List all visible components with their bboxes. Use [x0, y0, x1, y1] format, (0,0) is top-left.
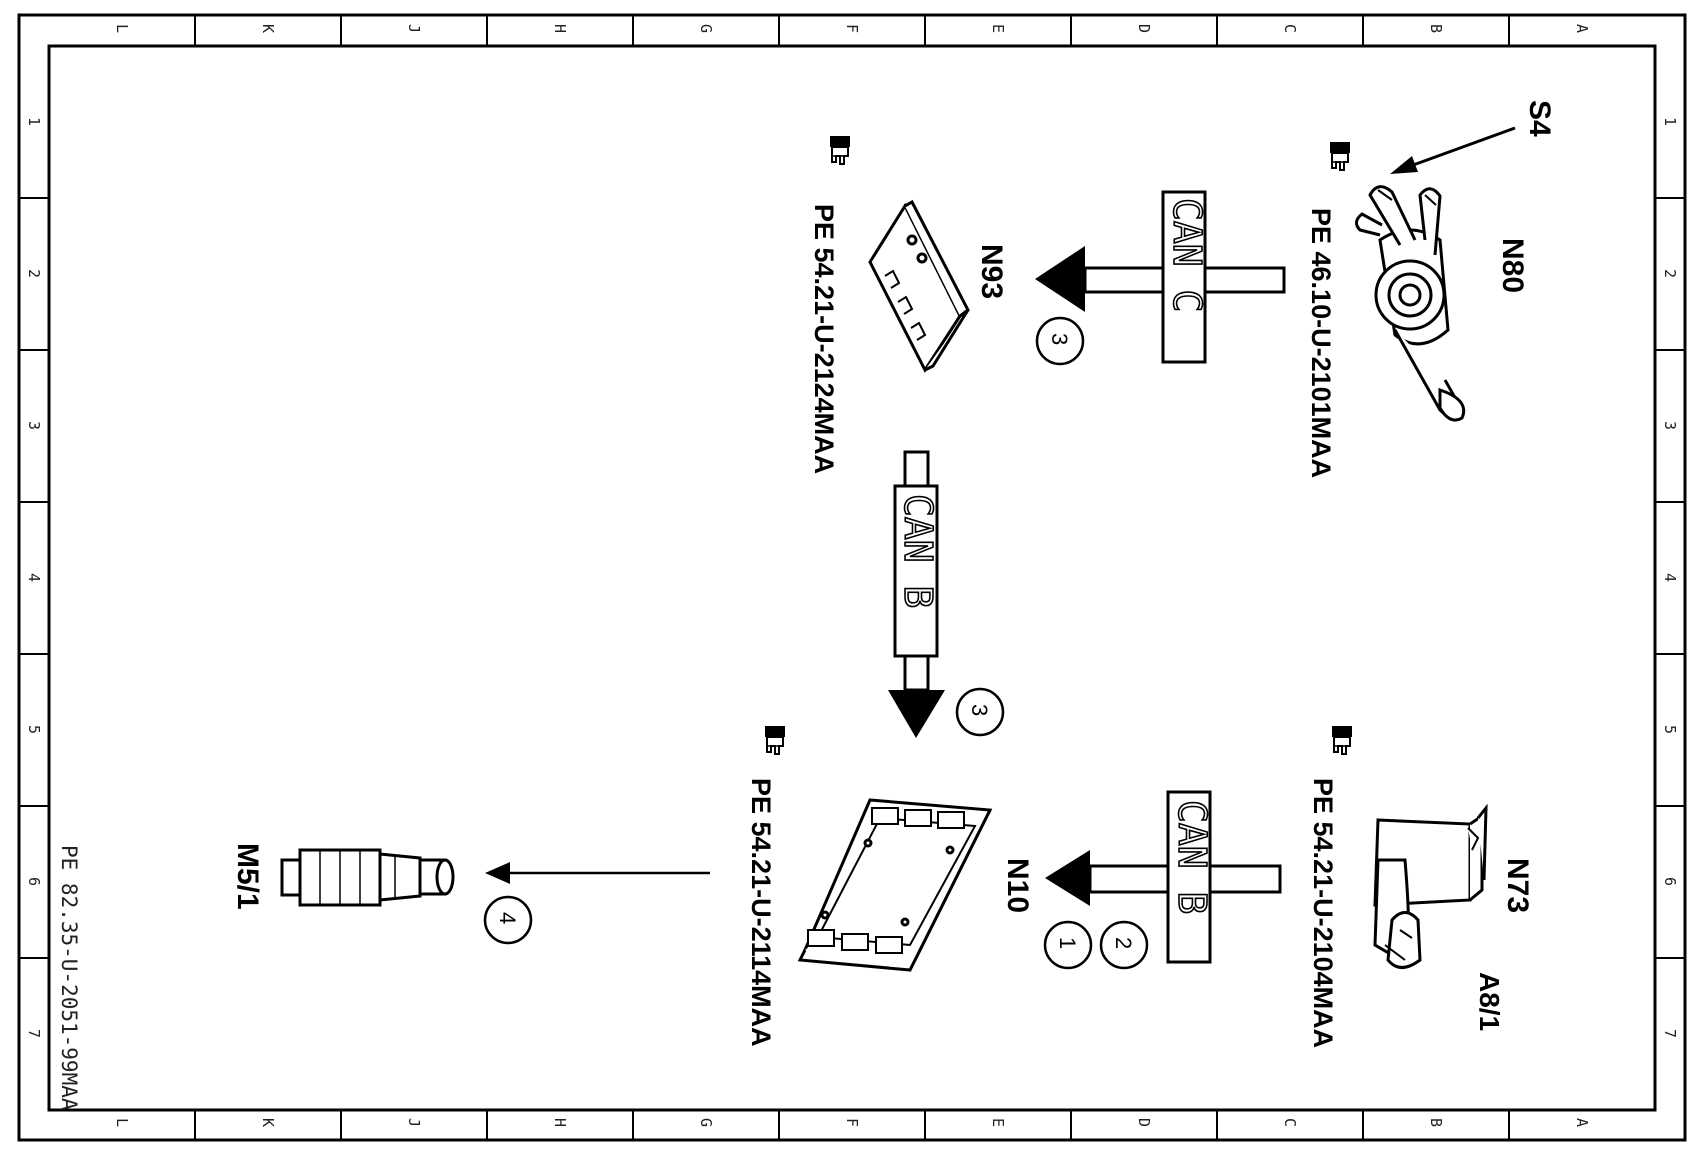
zone-label-row: 5 — [25, 725, 43, 734]
zone-label-row: 1 — [25, 117, 43, 126]
zone-label-row: 3 — [25, 421, 43, 430]
pointing-hand-icon — [829, 135, 851, 165]
a8-1-label: A8/1 — [1474, 972, 1505, 1031]
zone-label-column: C — [1281, 24, 1299, 33]
zone-label-column: J — [405, 1118, 423, 1127]
zone-label-column: F — [843, 1118, 861, 1127]
arrow-head-icon — [1045, 850, 1090, 906]
can-c-link: CAN C 3 — [1035, 190, 1286, 366]
sensor-m5-1-icon — [280, 848, 455, 907]
zone-label-row: 6 — [25, 877, 43, 886]
control-unit-n93-icon — [868, 199, 970, 373]
svg-text:PE 54.21-U-2104MAA: PE 54.21-U-2104MAA — [1308, 778, 1338, 1048]
zone-label-row: 4 — [25, 573, 43, 582]
s4-label: S4 — [1523, 100, 1556, 137]
arrow-head-icon — [888, 690, 945, 738]
zone-label-column: L — [113, 1118, 131, 1127]
svg-text:PE 54.21-U-2124MAA: PE 54.21-U-2124MAA — [809, 204, 839, 474]
component-n80: N80 PE 46.10-U-2101MAA — [1306, 141, 1529, 478]
zone-label-column: A — [1573, 24, 1591, 33]
component-n93: N93 PE 54.21-U-2124MAA — [809, 135, 1008, 474]
svg-text:1: 1 — [1055, 937, 1080, 949]
callout-4-m5-1: 4 — [483, 895, 533, 945]
can-b-vertical-link: CAN B 3 — [888, 450, 1005, 738]
zone-label-column: K — [259, 1118, 277, 1127]
arrow-head-icon — [1035, 246, 1085, 312]
zone-label-row: 2 — [1661, 269, 1679, 278]
callout-3-n10: 3 — [955, 687, 1005, 737]
n93-ref: PE 54.21-U-2124MAA — [809, 135, 851, 474]
link-n10-m5-1: 4 — [483, 862, 710, 945]
zone-label-column: H — [551, 24, 569, 33]
zone-label-column: F — [843, 24, 861, 33]
zone-label-column: J — [405, 24, 423, 33]
zone-ticks — [19, 15, 1685, 1140]
zone-label-column: B — [1427, 1118, 1445, 1127]
can-b-vertical-label: CAN B — [896, 494, 940, 608]
arrow-head-icon — [485, 862, 510, 884]
n73-label: N73 — [1501, 858, 1534, 913]
zone-label-column: A — [1573, 1118, 1591, 1127]
control-unit-n10-icon — [797, 798, 993, 972]
arrow-head-icon — [1390, 156, 1418, 174]
n10-label: N10 — [1001, 858, 1034, 913]
can-b-lower-link: CAN B 2 1 — [1043, 790, 1282, 970]
n73-ref: PE 54.21-U-2104MAA — [1308, 725, 1353, 1048]
zone-label-row: 4 — [1661, 573, 1679, 582]
n80-label: N80 — [1496, 238, 1529, 293]
component-s4: S4 — [1390, 100, 1556, 174]
pointing-hand-icon — [764, 725, 786, 755]
zone-label-column: H — [551, 1118, 569, 1127]
can-c-label: CAN C — [1165, 198, 1209, 312]
zone-label-column: E — [989, 1118, 1007, 1127]
document-id: PE 82.35-U-2051-99MAA — [57, 845, 81, 1111]
zone-label-row: 7 — [1661, 1029, 1679, 1038]
zone-label-row: 1 — [1661, 117, 1679, 126]
ignition-switch-icon — [1373, 803, 1488, 969]
callout-1-n10: 1 — [1043, 920, 1093, 970]
m5-1-label: M5/1 — [231, 843, 264, 910]
callout-3-n93: 3 — [1035, 316, 1085, 366]
callout-2-n10: 2 — [1099, 920, 1149, 970]
pointing-hand-icon — [1331, 725, 1353, 755]
n80-ref: PE 46.10-U-2101MAA — [1306, 141, 1351, 478]
zone-label-column: K — [259, 24, 277, 33]
zone-label-column: D — [1135, 24, 1153, 33]
pointing-hand-icon — [1329, 141, 1351, 171]
svg-text:4: 4 — [495, 912, 520, 924]
svg-text:PE 54.21-U-2114MAA: PE 54.21-U-2114MAA — [746, 778, 776, 1047]
zone-label-column: L — [113, 24, 131, 33]
svg-text:3: 3 — [967, 704, 992, 716]
zone-label-row: 3 — [1661, 421, 1679, 430]
svg-text:3: 3 — [1047, 333, 1072, 345]
component-m5-1: M5/1 — [231, 843, 455, 910]
zone-label-row: 7 — [25, 1029, 43, 1038]
svg-text:PE 46.10-U-2101MAA: PE 46.10-U-2101MAA — [1306, 208, 1336, 478]
zone-label-column: C — [1281, 1118, 1299, 1127]
zone-label-column: G — [697, 1118, 715, 1127]
zone-label-row: 5 — [1661, 725, 1679, 734]
zone-label-row: 2 — [25, 269, 43, 278]
zone-label-row: 6 — [1661, 877, 1679, 886]
component-n73: N73 A8/1 PE 54.21-U-2104MAA — [1308, 725, 1534, 1048]
zone-label-column: G — [697, 24, 715, 33]
n10-ref: PE 54.21-U-2114MAA — [746, 725, 786, 1047]
component-n10: N10 PE 54.21-U-2114MAA — [746, 725, 1034, 1047]
zone-labels: L L K K J J H H G G F F E E D D C C B B A A 1 1 2 2 3 3 4 4 5 5 6 6 7 7 — [25, 24, 1679, 1127]
zone-label-column: D — [1135, 1118, 1153, 1127]
drawing-frame: L L K K J J H H G G F F E E D D C C B B A A 1 1 2 2 3 3 4 4 5 5 6 6 7 7 — [17, 13, 1687, 1142]
zone-label-column: E — [989, 24, 1007, 33]
n93-label: N93 — [975, 244, 1008, 299]
svg-text:2: 2 — [1111, 937, 1136, 949]
zone-label-column: B — [1427, 24, 1445, 33]
steering-column-module-icon — [1355, 185, 1466, 422]
can-b-lower-label: CAN B — [1170, 800, 1214, 914]
